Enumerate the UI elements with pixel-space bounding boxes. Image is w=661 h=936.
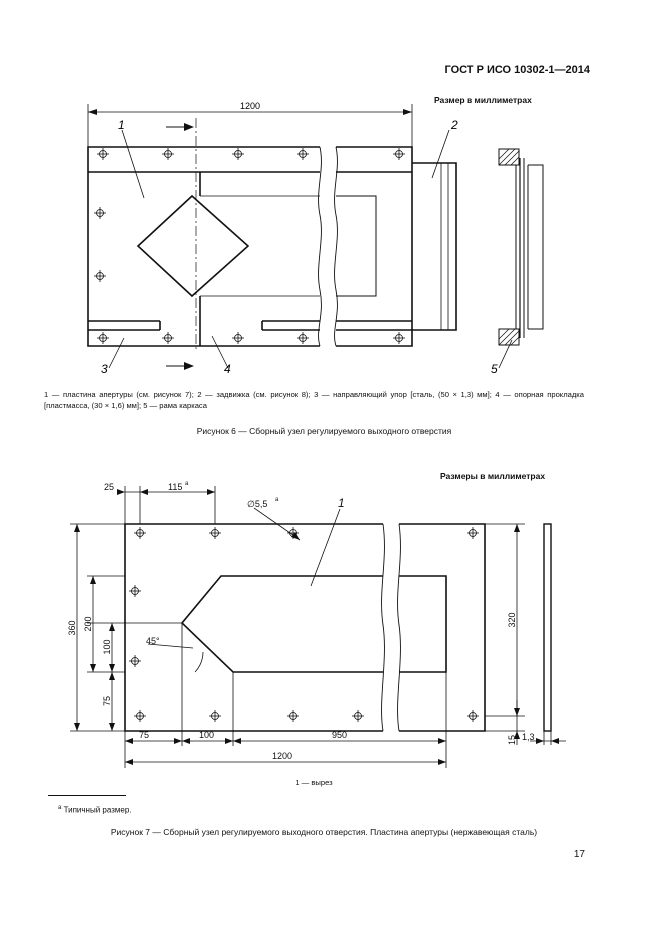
fig7-caption: Рисунок 7 — Сборный узел регулируемого в… xyxy=(110,827,538,837)
fig7-dim-115: 115 xyxy=(168,482,182,492)
fig6-dim-width: 1200 xyxy=(240,101,260,111)
fig6-callout-5: 5 xyxy=(491,362,498,376)
fig7-dim-angle: 45° xyxy=(146,636,160,646)
fig7-dim-115-sup: a xyxy=(185,481,189,487)
fig7-dim-hole-sup: a xyxy=(275,497,279,503)
fig6-callout-4: 4 xyxy=(224,362,231,376)
footnote-marker: a xyxy=(58,805,62,811)
fig7-callout-1: 1 xyxy=(338,496,345,510)
fig7-dim-75v: 75 xyxy=(102,696,112,706)
fig6-caption: Рисунок 6 — Сборный узел регулируемого в… xyxy=(196,426,452,436)
fig6-callout-3: 3 xyxy=(101,362,108,376)
fig7-dim-1200: 1200 xyxy=(272,751,292,761)
fig7-dim-320: 320 xyxy=(507,612,517,627)
fig7-dim-75h: 75 xyxy=(139,730,149,740)
fig6-legend: 1 — пластина апертуры (см. рисунок 7); 2… xyxy=(44,390,584,410)
footnote: a Типичный размер. xyxy=(58,805,132,815)
fig7-dim-100v: 100 xyxy=(102,639,112,654)
fig7-dim-200: 200 xyxy=(83,616,93,631)
fig6-callout-1: 1 xyxy=(118,118,125,132)
fig7-dim-360: 360 xyxy=(67,620,77,635)
fig7-dim-25: 25 xyxy=(104,482,114,492)
fig6-callout-2: 2 xyxy=(450,118,458,132)
fig7-legend: 1 — вырез xyxy=(295,778,333,787)
fig7-dim-950: 950 xyxy=(332,730,347,740)
standard-code: ГОСТ Р ИСО 10302-1—2014 xyxy=(444,64,590,76)
fig7-units-note: Размеры в миллиметрах xyxy=(440,471,546,481)
footnote-text: Типичный размер. xyxy=(61,805,132,815)
fig7-dim-hole: ∅5,5 xyxy=(247,499,267,509)
fig7-dim-100h: 100 xyxy=(199,730,214,740)
fig6-units-note: Размер в миллиметрах xyxy=(434,95,532,105)
page-number: 17 xyxy=(573,849,585,860)
footnote-rule xyxy=(48,795,126,796)
fig7-dim-15: 15 xyxy=(507,735,517,745)
fig7-dim-1-3: 1,3 xyxy=(522,732,535,742)
